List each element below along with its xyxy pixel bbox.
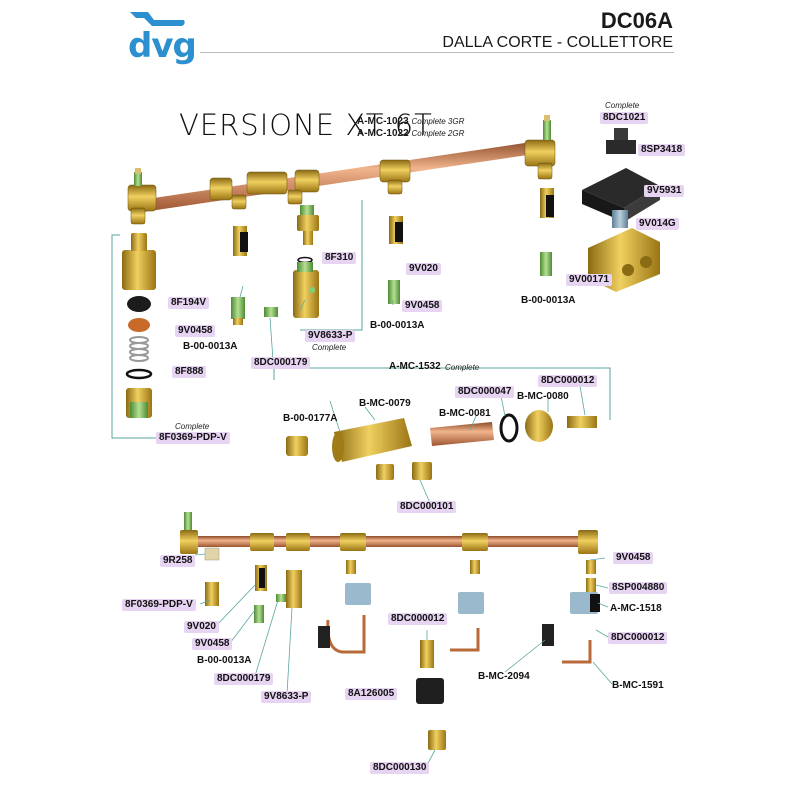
- label-9v020-top: 9V020: [406, 263, 441, 275]
- middle-parts: [231, 188, 554, 325]
- label-b-00-0013a-mid: B-00-0013A: [370, 320, 425, 331]
- amc1532-parts: [286, 410, 597, 480]
- label-9v0458-mid: 9V0458: [402, 300, 443, 312]
- note-complete-amc1532: Complete: [445, 363, 480, 372]
- label-a-mc-1532: A-MC-1532: [389, 361, 441, 372]
- label-9v8633-p-top: 9V8633-P: [305, 330, 356, 342]
- version-code-1: A-MC-1023 Complete 3GR: [357, 116, 465, 127]
- document-code: DC06A: [600, 8, 673, 33]
- label-b-mc-2094: B-MC-2094: [478, 671, 530, 682]
- spring: [129, 336, 149, 362]
- label-b-00-0013a-bottom: B-00-0013A: [197, 655, 252, 666]
- label-8f310: 8F310: [322, 252, 357, 264]
- label-8sp004880: 8SP004880: [609, 582, 668, 594]
- b-mc-0079-body: [334, 418, 412, 462]
- label-8dc000179-top: 8DC000179: [251, 357, 311, 369]
- lower-copper-pipe: [192, 536, 597, 547]
- label-9v0458-left: 9V0458: [175, 325, 216, 337]
- label-b-mc-1591: B-MC-1591: [612, 680, 664, 691]
- seal-black: [127, 296, 151, 312]
- label-9v8633-p-bottom: 9V8633-P: [261, 691, 312, 703]
- 9v8633-body: [293, 270, 319, 318]
- upper-copper-pipe: [140, 140, 548, 212]
- label-8a126005: 8A126005: [345, 688, 398, 700]
- label-8dc000179-bottom: 8DC000179: [214, 673, 274, 685]
- label-b-00-0013a-left: B-00-0013A: [183, 341, 238, 352]
- label-b-mc-0081: B-MC-0081: [439, 408, 491, 419]
- version-code-2: A-MC-1022 Complete 2GR: [357, 128, 465, 139]
- label-8f0369-pdp-v-top: 8F0369-PDP-V: [156, 432, 230, 444]
- label-b-mc-0079: B-MC-0079: [359, 398, 411, 409]
- note-complete-8dc1021: Complete: [605, 101, 640, 110]
- label-9v014g: 9V014G: [636, 218, 679, 230]
- label-8dc1021: 8DC1021: [600, 112, 649, 124]
- label-b-00-0177a: B-00-0177A: [283, 413, 338, 424]
- label-9r258: 9R258: [160, 555, 196, 567]
- note-complete-9v8633: Complete: [312, 343, 347, 352]
- label-9v00171: 9V00171: [566, 274, 613, 286]
- label-8f0369-pdp-v-bottom: 8F0369-PDP-V: [122, 599, 196, 611]
- logo-tap-icon: [130, 12, 185, 26]
- document-subtitle: DALLA CORTE - COLLETTORE: [442, 34, 673, 51]
- spacer-orange: [128, 318, 150, 332]
- label-8dc000012-right: 8DC000012: [608, 632, 668, 644]
- label-8sp3418: 8SP3418: [638, 144, 686, 156]
- label-8dc000130: 8DC000130: [370, 762, 430, 774]
- label-a-mc-1518: A-MC-1518: [610, 603, 662, 614]
- label-9v0458-right: 9V0458: [613, 552, 654, 564]
- label-8dc000012-top: 8DC000012: [538, 375, 598, 387]
- label-9v0458-bottom: 9V0458: [192, 638, 233, 650]
- label-8dc000047: 8DC000047: [455, 386, 515, 398]
- label-b-mc-0080: B-MC-0080: [517, 391, 569, 402]
- left-column-parts: [122, 233, 156, 418]
- valve-body: [122, 250, 156, 290]
- label-b-00-0013a-right: B-00-0013A: [521, 295, 576, 306]
- upper-collector: [127, 115, 556, 225]
- version-title: VERSIONE XT 6T: [179, 108, 433, 142]
- label-9v020-bottom: 9V020: [184, 621, 219, 633]
- lower-collector: [180, 512, 600, 750]
- label-8dc000101: 8DC000101: [397, 501, 457, 513]
- label-8f194v: 8F194V: [168, 297, 210, 309]
- header-divider: [200, 52, 674, 53]
- leader-lines: [194, 285, 613, 766]
- logo-text: dvg: [128, 26, 197, 66]
- label-8f888: 8F888: [172, 366, 207, 378]
- o-ring: [125, 368, 153, 380]
- label-9v5931: 9V5931: [644, 185, 685, 197]
- label-8dc000012-mid: 8DC000012: [388, 613, 448, 625]
- note-complete-8f0369: Complete: [175, 422, 210, 431]
